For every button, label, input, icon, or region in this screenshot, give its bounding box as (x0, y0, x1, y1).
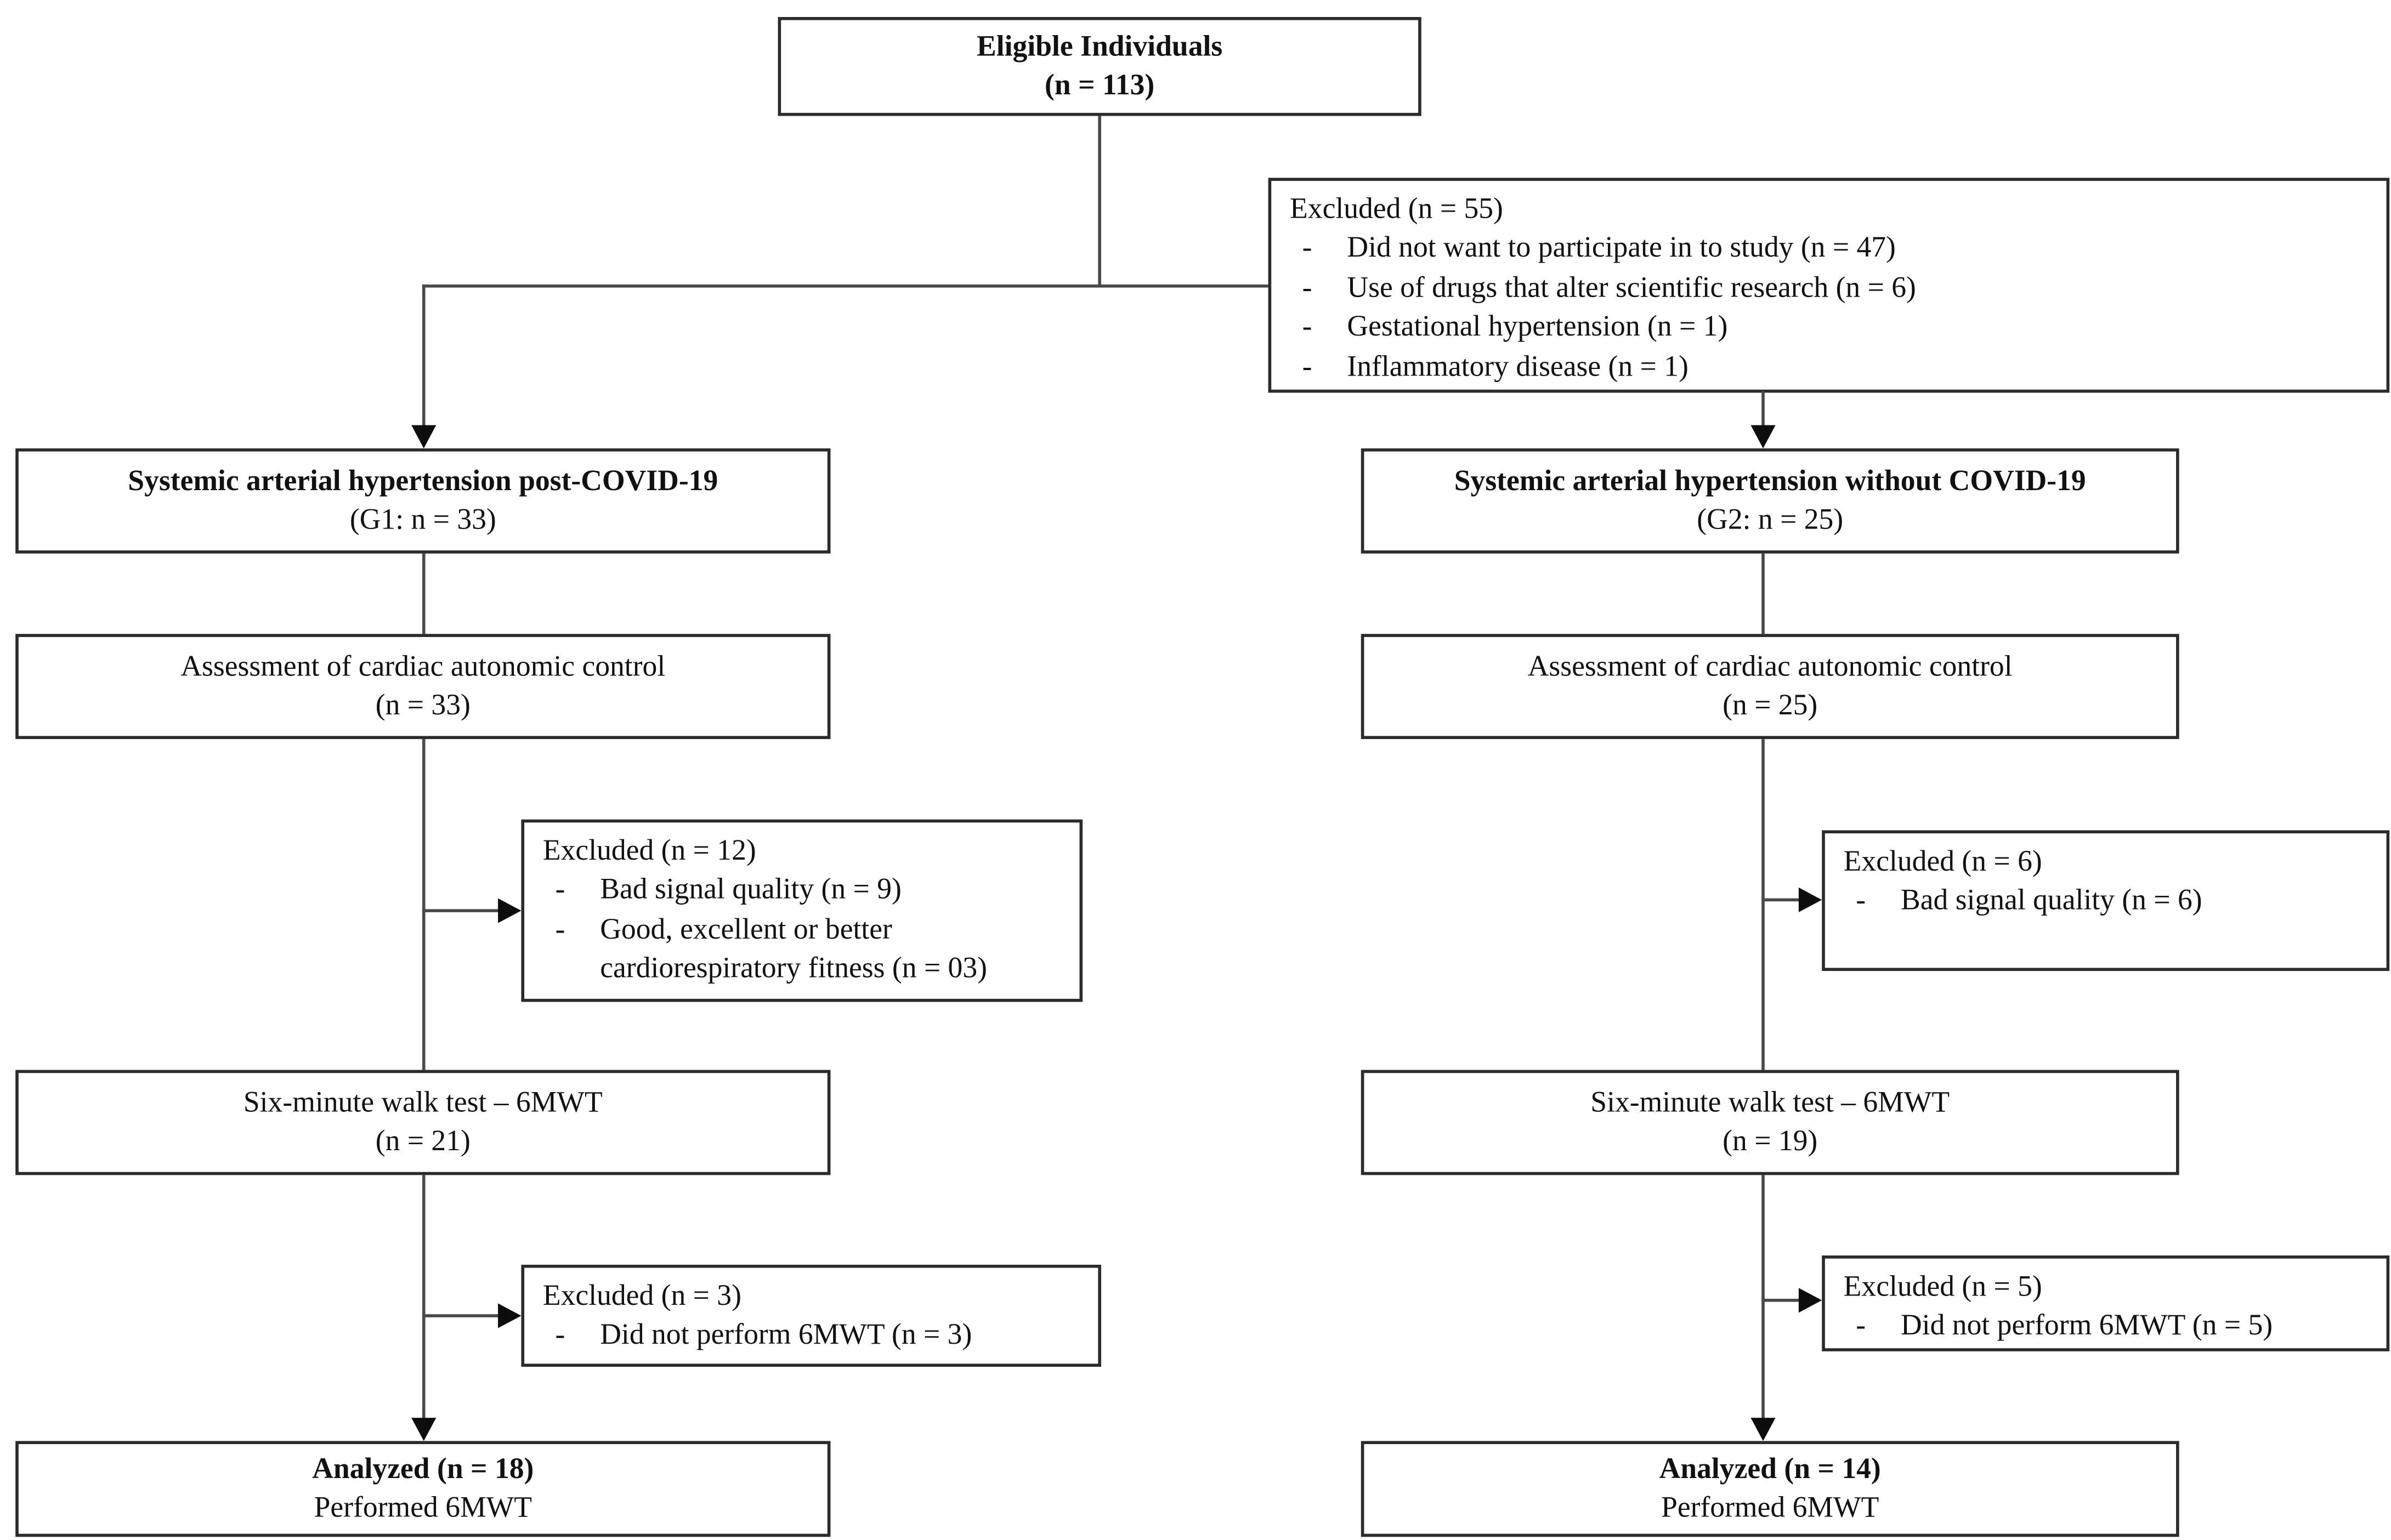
connector-split-horizontal-line (421, 284, 1268, 288)
walk-test-g1-box: Six-minute walk test – 6MWT (n = 21) (15, 1070, 831, 1175)
group1-box: Systemic arterial hypertension post-COVI… (15, 448, 831, 554)
arrowhead-into-analyzed-g1-icon (410, 1418, 435, 1441)
analyzed-g2-subtitle: Performed 6MWT (1661, 1492, 1879, 1525)
connector-branch-excluded-g2-walk-line (1761, 1298, 1805, 1302)
analyzed-g1-box: Analyzed (n = 18) Performed 6MWT (15, 1441, 831, 1537)
assessment-g2-title: Assessment of cardiac autonomic control (1527, 650, 2013, 683)
excluded-g1-assessment-item-2: Good, excellent or better cardiorespirat… (600, 913, 987, 986)
bullet-dash: - (1856, 1310, 1866, 1343)
connector-g1-to-assessment-line (421, 553, 425, 634)
arrowhead-into-excluded-g1-walk-icon (498, 1303, 522, 1328)
bullet-dash: - (1856, 885, 1866, 918)
bullet-dash: - (1302, 232, 1312, 265)
connector-to-g2-line (1761, 391, 1765, 435)
walk-test-g1-title: Six-minute walk test – 6MWT (243, 1086, 603, 1119)
excluded-screening-item-1: Did not want to participate in to study … (1347, 232, 1896, 265)
list-item: - Good, excellent or better cardiorespir… (543, 911, 1061, 990)
excluded-screening-title: Excluded (n = 55) (1290, 193, 1503, 226)
analyzed-g1-title: Analyzed (n = 18) (312, 1452, 534, 1485)
connector-branch-excluded-g1-walk-line (421, 1314, 505, 1317)
bullet-dash: - (555, 913, 565, 946)
arrowhead-into-excluded-g2-walk-icon (1798, 1288, 1822, 1313)
group2-box: Systemic arterial hypertension without C… (1361, 448, 2179, 554)
bullet-dash: - (1302, 272, 1312, 305)
excluded-g1-assessment-item-1: Bad signal quality (n = 9) (600, 874, 902, 907)
group1-title: Systemic arterial hypertension post-COVI… (128, 464, 718, 497)
connector-branch-excluded-g2-assessment-line (1761, 898, 1805, 902)
excluded-screening-item-2: Use of drugs that alter scientific resea… (1347, 272, 1916, 305)
arrowhead-into-excluded-g2-assessment-icon (1798, 887, 1822, 912)
list-item: - Gestational hypertension (n = 1) (1290, 308, 2368, 348)
bullet-dash: - (555, 874, 565, 907)
walk-test-g2-count: (n = 19) (1723, 1126, 1818, 1158)
excluded-g1-walk-box: Excluded (n = 3) - Did not perform 6MWT … (521, 1264, 1101, 1367)
excluded-g1-assessment-title: Excluded (n = 12) (542, 834, 756, 868)
list-item: - Bad signal quality (n = 6) (1844, 882, 2368, 922)
arrowhead-into-g1-icon (410, 425, 435, 448)
assessment-g1-title: Assessment of cardiac autonomic control (180, 650, 666, 683)
group2-count: (G2: n = 25) (1697, 504, 1844, 537)
list-item: - Did not perform 6MWT (n = 3) (543, 1316, 1080, 1356)
walk-test-g2-box: Six-minute walk test – 6MWT (n = 19) (1361, 1070, 2179, 1175)
excluded-g1-walk-title: Excluded (n = 3) (542, 1280, 741, 1313)
list-item: - Did not want to participate in to stud… (1290, 230, 2368, 269)
excluded-g1-assessment-box: Excluded (n = 12) - Bad signal quality (… (521, 819, 1083, 1002)
connector-g2-to-assessment-line (1761, 553, 1765, 634)
excluded-screening-item-3: Gestational hypertension (n = 1) (1347, 311, 1728, 344)
walk-test-g2-title: Six-minute walk test – 6MWT (1590, 1086, 1950, 1119)
connector-assessment-g1-to-walk-line (421, 739, 425, 1070)
walk-test-g1-count: (n = 21) (375, 1126, 471, 1158)
connector-walk-g1-to-analyzed-line (421, 1175, 425, 1423)
assessment-g2-count: (n = 25) (1723, 689, 1818, 723)
connector-eligible-down-line (1098, 116, 1101, 286)
connector-assessment-g2-to-walk-line (1761, 739, 1765, 1070)
eligible-count: (n = 113) (1045, 69, 1155, 103)
analyzed-g2-box: Analyzed (n = 14) Performed 6MWT (1361, 1441, 2179, 1537)
assessment-g1-count: (n = 33) (375, 689, 471, 723)
excluded-screening-item-4: Inflammatory disease (n = 1) (1347, 350, 1689, 383)
arrowhead-into-analyzed-g2-icon (1750, 1418, 1776, 1441)
eligible-individuals-box: Eligible Individuals (n = 113) (778, 17, 1421, 116)
assessment-g2-box: Assessment of cardiac autonomic control … (1361, 634, 2179, 740)
arrowhead-into-excluded-g1-assessment-icon (498, 898, 522, 923)
excluded-screening-box: Excluded (n = 55) - Did not want to part… (1268, 178, 2390, 393)
eligible-title: Eligible Individuals (977, 30, 1223, 63)
bullet-dash: - (1302, 350, 1312, 383)
excluded-g2-walk-title: Excluded (n = 5) (1843, 1271, 2042, 1304)
connector-to-g1-line (421, 284, 425, 433)
bullet-dash: - (1302, 311, 1312, 344)
excluded-g2-walk-box: Excluded (n = 5) - Did not perform 6MWT … (1822, 1255, 2390, 1351)
list-item: - Bad signal quality (n = 9) (543, 871, 1061, 911)
list-item: - Use of drugs that alter scientific res… (1290, 269, 2368, 308)
excluded-g1-walk-item-1: Did not perform 6MWT (n = 3) (600, 1319, 972, 1353)
group2-title: Systemic arterial hypertension without C… (1454, 464, 2086, 497)
analyzed-g1-subtitle: Performed 6MWT (314, 1492, 532, 1525)
bullet-dash: - (555, 1319, 565, 1353)
excluded-g2-assessment-item-1: Bad signal quality (n = 6) (1901, 885, 2202, 918)
connector-branch-excluded-g1-assessment-line (421, 909, 505, 912)
list-item: - Inflammatory disease (n = 1) (1290, 348, 2368, 387)
arrowhead-into-g2-icon (1750, 425, 1776, 448)
excluded-g2-assessment-title: Excluded (n = 6) (1843, 845, 2042, 878)
excluded-g2-walk-item-1: Did not perform 6MWT (n = 5) (1901, 1310, 2273, 1343)
analyzed-g2-title: Analyzed (n = 14) (1659, 1452, 1881, 1485)
assessment-g1-box: Assessment of cardiac autonomic control … (15, 634, 831, 740)
group1-count: (G1: n = 33) (349, 504, 496, 537)
list-item: - Did not perform 6MWT (n = 5) (1844, 1307, 2368, 1346)
excluded-g2-assessment-box: Excluded (n = 6) - Bad signal quality (n… (1822, 830, 2390, 971)
